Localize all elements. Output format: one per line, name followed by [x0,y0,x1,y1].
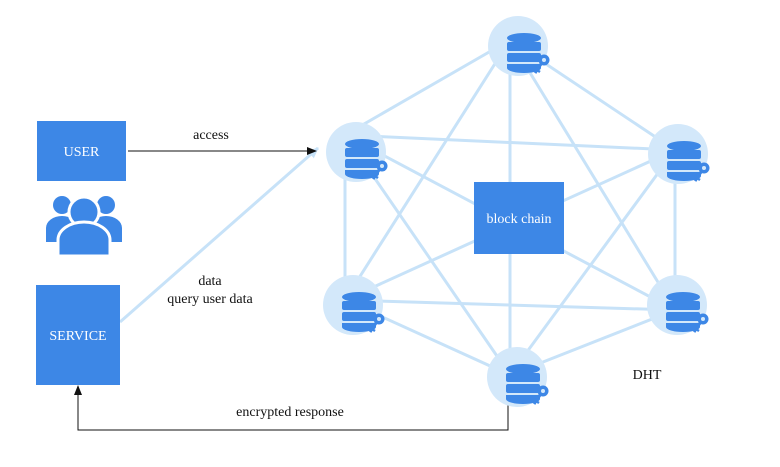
mesh-line [508,149,677,376]
dht-label: DHT [633,368,662,383]
mesh-line [343,39,512,301]
service-box-label: SERVICE [49,329,106,344]
blockchain-box: block chain [474,182,564,254]
access-label: access [193,128,229,143]
service-to-node-arrow [119,146,319,324]
encrypted-response-label: encrypted response [236,405,344,420]
mesh-line [344,298,676,312]
database-key-icon [486,14,551,78]
query-user-data-label: query user data [167,292,253,307]
database-key-icon [645,273,710,337]
user-box: USER [37,121,126,181]
database-key-icon [324,120,389,184]
mesh-line [344,38,511,137]
database-key-icon [646,122,711,186]
encrypted-response-arrow [74,385,509,431]
blockchain-box-label: block chain [487,212,552,227]
database-key-icon [485,345,550,409]
service-box: SERVICE [36,285,120,385]
user-box-label: USER [64,145,100,160]
mesh-line [508,39,677,311]
database-key-icon [321,273,386,337]
users-group-icon [46,195,122,258]
data-label: data [198,274,222,289]
